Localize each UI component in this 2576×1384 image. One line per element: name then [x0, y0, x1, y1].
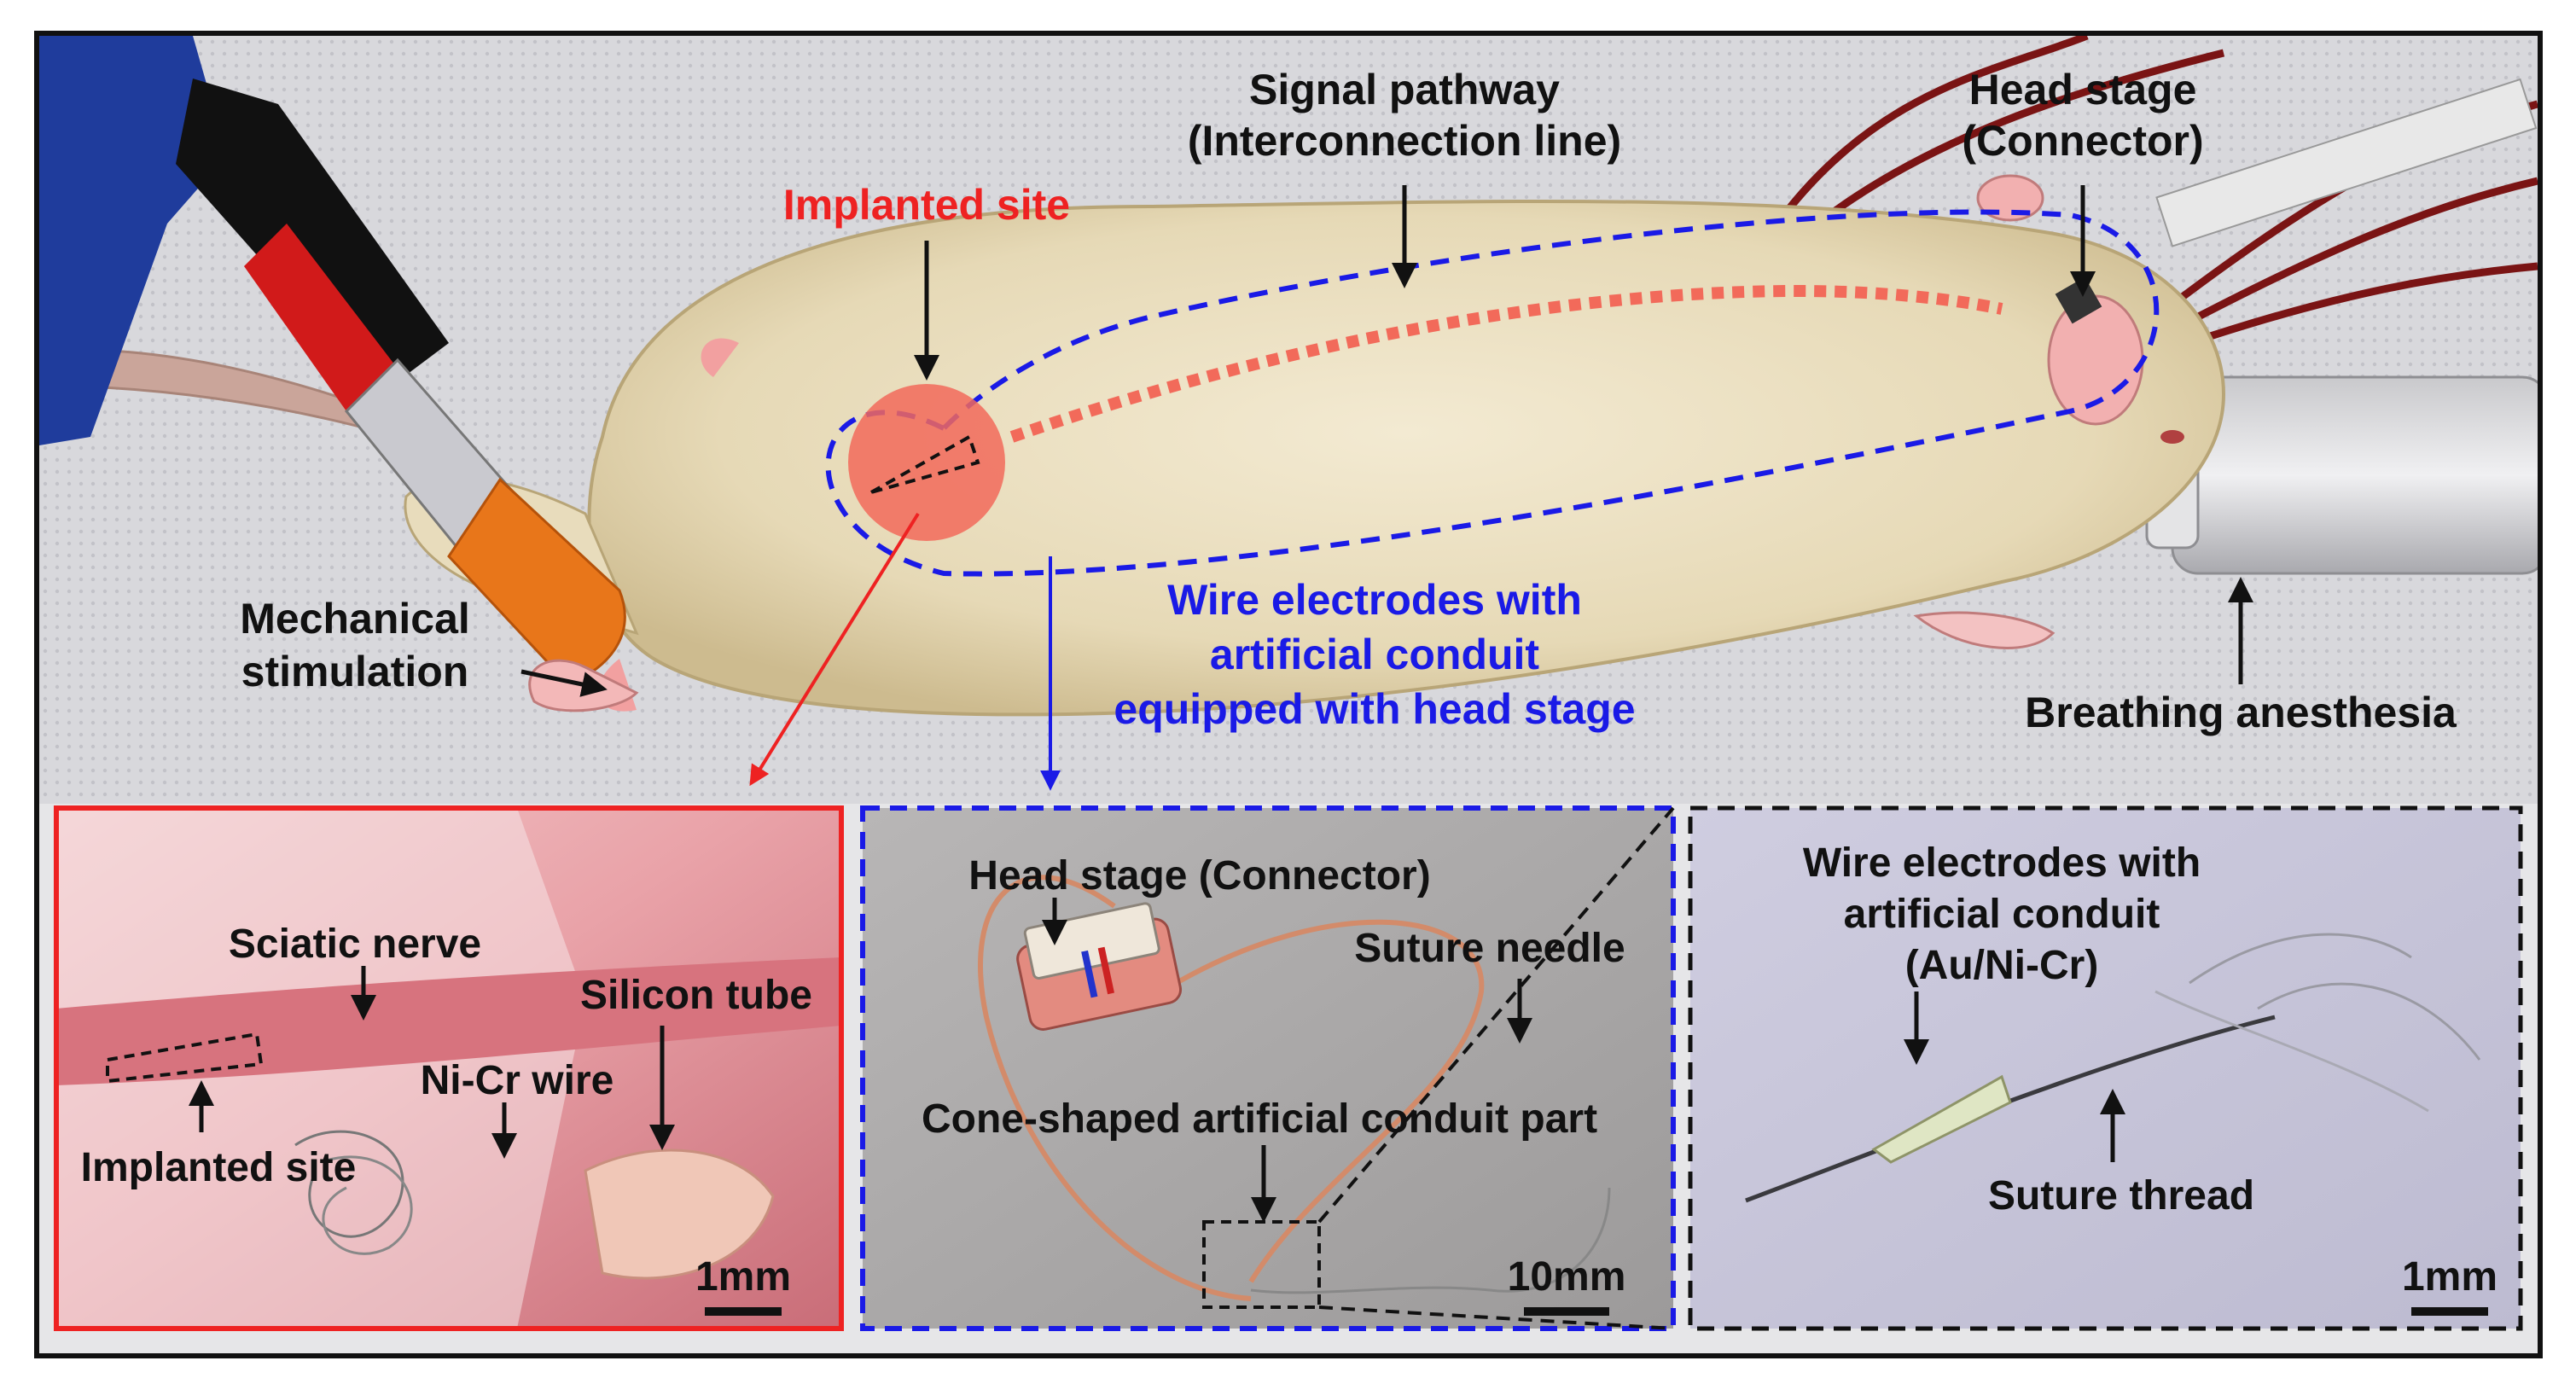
- implant-cone-outline: [870, 434, 980, 494]
- left-implanted-site-label: Implanted site: [81, 1145, 357, 1190]
- breathing-anesthesia-label: Breathing anesthesia: [2025, 689, 2457, 736]
- left-scale-label: 1mm: [695, 1254, 791, 1300]
- suture-thread-label: Suture thread: [1988, 1173, 2254, 1218]
- panel-middle-arrows: [1042, 806, 1675, 1330]
- blue-dashed-loop: [825, 209, 2160, 577]
- paintbrush: [39, 36, 626, 686]
- middle-head-stage-label: Head stage (Connector): [968, 853, 1430, 898]
- right-label-line2: artificial conduit: [1844, 892, 2160, 937]
- signal-pathway-label-line2: (Interconnection line): [1188, 117, 1621, 165]
- cable-tag: [2155, 78, 2538, 247]
- implant-site-circle: [848, 384, 1005, 541]
- panel-right-arrows: [1904, 991, 2488, 1316]
- silicon-tube-label: Silicon tube: [580, 973, 812, 1018]
- right-label-line3: (Au/Ni-Cr): [1905, 943, 2099, 988]
- right-scale-label: 1mm: [2402, 1254, 2497, 1300]
- figure-frame: Implanted site Signal pathway (Interconn…: [34, 31, 2543, 1358]
- figure-canvas: Implanted site Signal pathway (Interconn…: [39, 36, 2538, 1353]
- cone-shaped-label: Cone-shaped artificial conduit part: [922, 1096, 1597, 1142]
- signal-pathway-line: [1009, 285, 2003, 443]
- sciatic-nerve-label: Sciatic nerve: [229, 922, 481, 967]
- signal-pathway-label-line1: Signal pathway: [1249, 66, 1560, 113]
- mechanical-stimulation-label-line2: stimulation: [241, 648, 469, 695]
- mechanical-stimulation-label-line1: Mechanical: [240, 595, 470, 643]
- suture-needle-label: Suture needle: [1354, 926, 1625, 971]
- middle-scale-label: 10mm: [1508, 1254, 1626, 1300]
- wire-electrodes-label-line1: Wire electrodes with: [1167, 576, 1582, 624]
- head-stage-label-line1: Head stage: [1969, 66, 2197, 113]
- wire-electrodes-label-line2: artificial conduit: [1210, 631, 1540, 678]
- panel-middle-device: [860, 805, 1676, 1331]
- panel-right-electrode: [1688, 805, 2523, 1331]
- head-stage-label-line2: (Connector): [1962, 117, 2203, 165]
- panel-left-arrows: [189, 966, 782, 1316]
- panel-left-sciatic: [54, 805, 844, 1331]
- main-arrows: [520, 185, 2253, 791]
- nicr-wire-label: Ni-Cr wire: [421, 1058, 614, 1103]
- right-label-line1: Wire electrodes with: [1803, 840, 2201, 886]
- implanted-site-label: Implanted site: [783, 181, 1070, 229]
- wire-electrodes-label-line3: equipped with head stage: [1114, 685, 1635, 733]
